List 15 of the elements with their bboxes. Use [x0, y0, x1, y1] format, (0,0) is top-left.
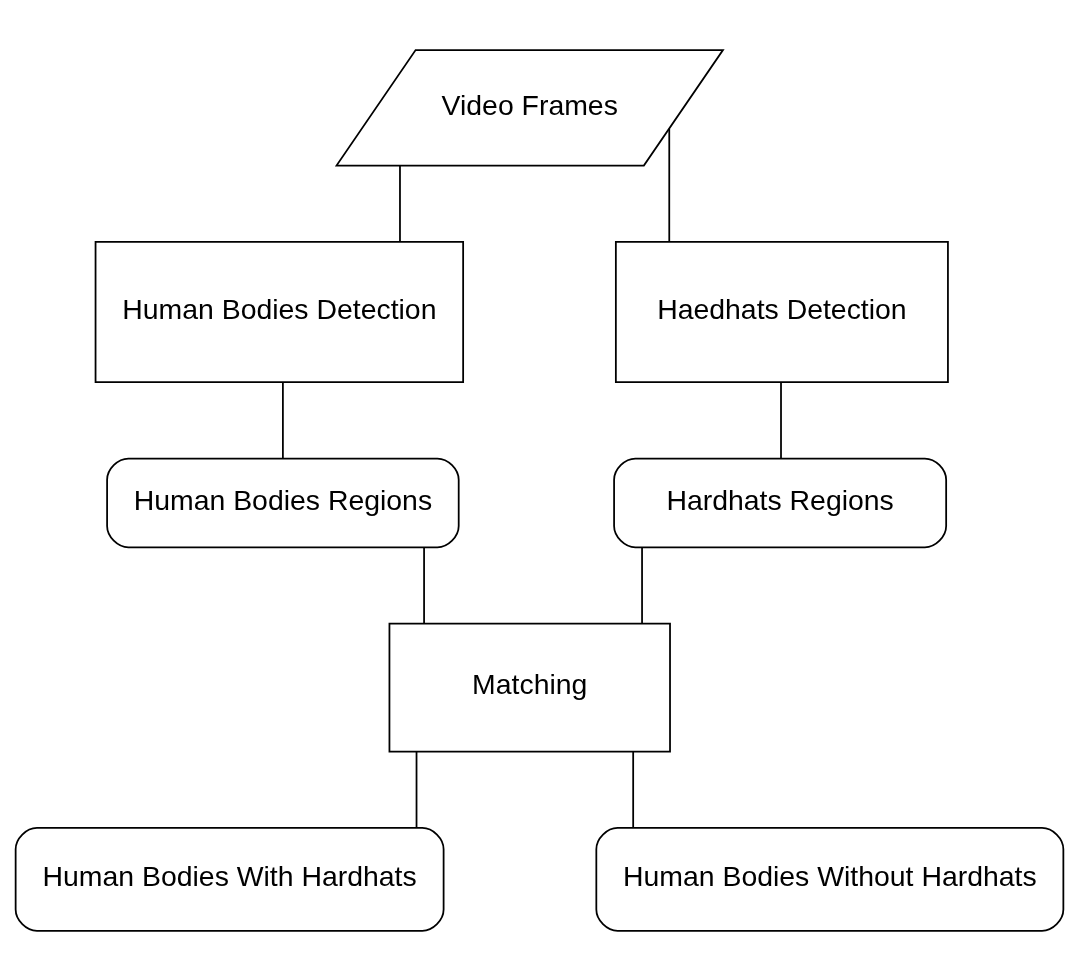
connector	[780, 381, 782, 459]
connector	[399, 164, 401, 242]
node-box: Human Bodies With Hardhats	[14, 826, 445, 932]
node-box: Human Bodies Regions	[106, 457, 460, 548]
connector	[641, 546, 643, 624]
connector	[632, 750, 635, 828]
node-box: Matching	[388, 622, 671, 752]
connector	[423, 546, 425, 624]
node-box: Human Bodies Without Hardhats	[595, 826, 1065, 932]
connector	[415, 750, 418, 828]
node-box: Haedhats Detection	[614, 240, 949, 383]
node-box: Human Bodies Detection	[94, 240, 465, 383]
connector	[282, 381, 284, 459]
connector	[668, 127, 671, 243]
node-box: Hardhats Regions	[613, 457, 948, 548]
